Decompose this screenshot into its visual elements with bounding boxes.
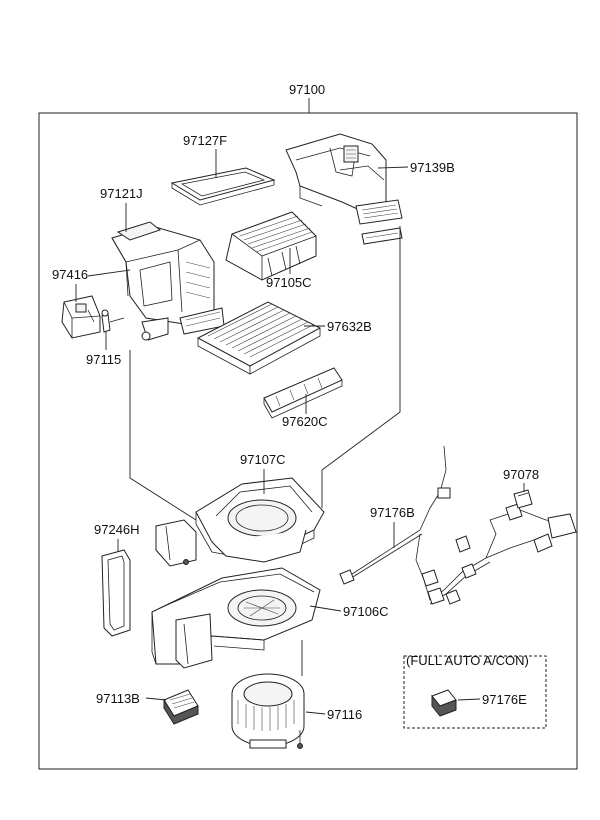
part-97620C-filter-cover [263,367,343,419]
leader-97416 [87,269,131,277]
leader-97116 [305,711,326,715]
part-97127F-gasket [170,167,276,206]
guide-line-left [129,350,197,521]
part-97116-blower-motor [231,673,305,749]
label-97105C: 97105C [266,275,312,290]
leader-97176E [457,698,481,701]
label-97176B: 97176B [370,505,415,520]
part-97121J-intake-housing [111,221,225,341]
label-97176E: 97176E [482,692,527,707]
leader-97115b [109,317,125,323]
part-97139B-duct-housing [285,133,403,245]
label-97116: 97116 [327,707,362,722]
leader-97106C [309,605,342,612]
label-97107C: 97107C [240,452,286,467]
label-97106C: 97106C [343,604,389,619]
label-97115: 97115 [86,352,121,367]
label-97620C: 97620C [282,414,328,429]
guide-line-right [321,226,401,508]
label-97121J: 97121J [100,186,143,201]
part-97105C-core [225,211,317,281]
part-97176E-module [431,689,457,717]
label-97113B: 97113B [96,691,140,706]
label-97078: 97078 [503,467,539,482]
part-97078-connector [513,489,533,509]
part-97115-pin [101,309,111,333]
option-box-frame [403,655,547,729]
label-97416: 97416 [52,267,88,282]
leader-97113B [145,697,167,701]
assembly-frame [38,112,578,770]
part-97416-actuator [61,295,101,339]
label-97127F: 97127F [183,133,227,148]
label-97139B: 97139B [410,160,455,175]
assembly-number: 97100 [289,82,325,97]
part-97176B-wiring-harness [339,445,577,605]
part-97246H-seal [101,549,131,637]
part-97632B-air-filter [196,301,322,375]
label-97632B: 97632B [327,319,372,334]
leader-97139B [377,166,409,169]
part-97106C-lower-case [151,567,321,669]
label-97246H: 97246H [94,522,140,537]
part-97113B-resistor [163,689,199,725]
option-box-title: (FULL AUTO A/CON) [406,653,529,668]
part-97107C-upper-case [155,477,325,567]
